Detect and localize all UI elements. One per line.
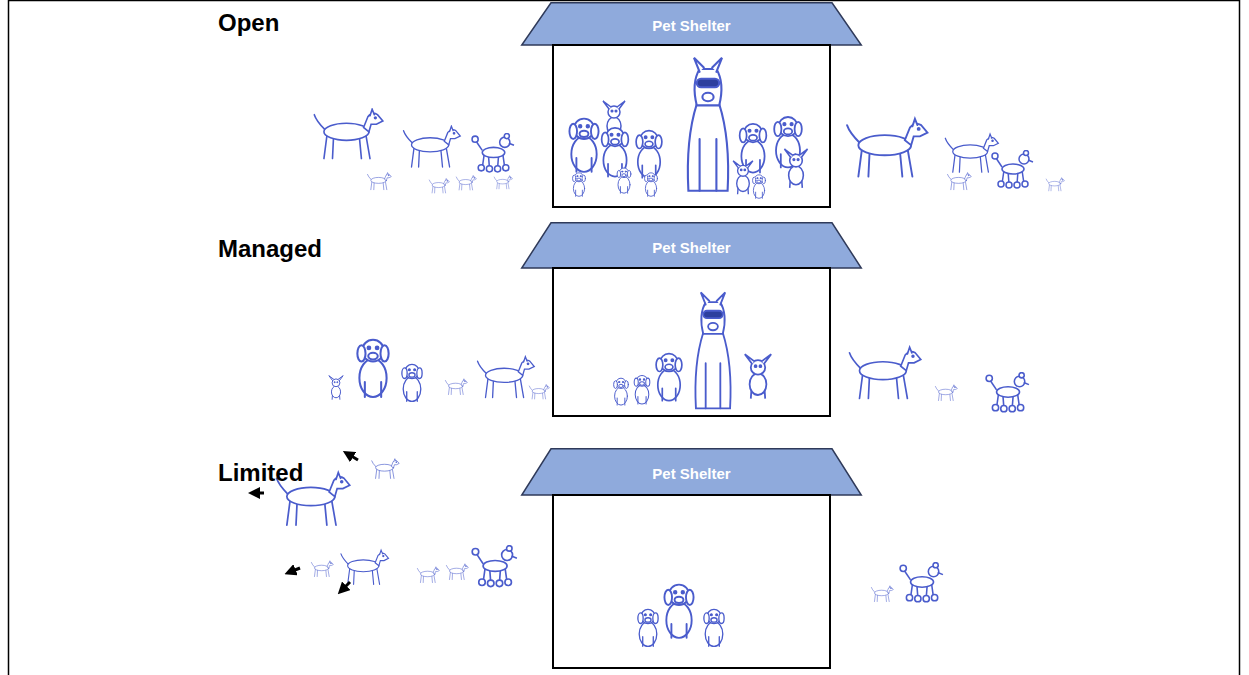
shelter-box (553, 268, 830, 416)
policy-label: Limited (218, 459, 303, 487)
shelter-label: Pet Shelter (521, 450, 862, 497)
shelter-house: Pet Shelter (521, 448, 862, 668)
shelter-box (553, 45, 830, 207)
policy-label: Managed (218, 235, 322, 263)
shelter-house: Pet Shelter (521, 222, 862, 416)
dogs-managed (329, 292, 1029, 411)
shelter-label: Pet Shelter (521, 224, 862, 270)
policy-label: Open (218, 9, 279, 37)
shelter-box (553, 495, 830, 668)
frame (9, 1, 1240, 675)
shelter-label: Pet Shelter (521, 4, 862, 47)
dogs-open (314, 58, 1064, 199)
shelter-house: Pet Shelter (521, 2, 862, 207)
